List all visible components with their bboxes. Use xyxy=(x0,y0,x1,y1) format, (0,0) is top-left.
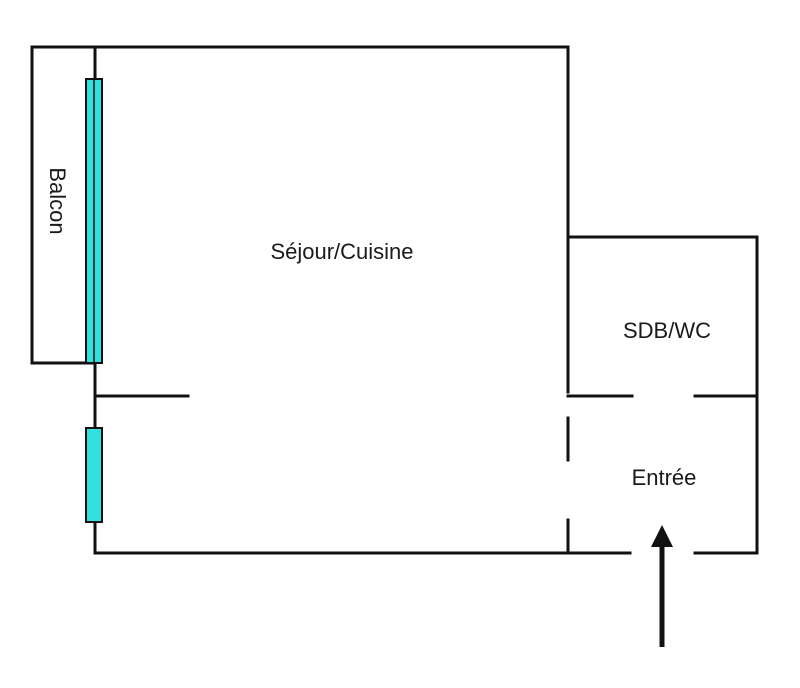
entrance-label: Entrée xyxy=(632,465,697,490)
balcony-window xyxy=(85,78,103,364)
lower-window xyxy=(85,427,103,523)
balcony-label: Balcon xyxy=(45,167,70,234)
arrow-up-icon xyxy=(651,525,673,647)
balcony-area xyxy=(30,45,97,365)
living-room-walls xyxy=(93,45,570,555)
bathroom-label: SDB/WC xyxy=(623,318,711,343)
bathroom-walls xyxy=(566,235,759,555)
living-room-label: Séjour/Cuisine xyxy=(270,239,413,264)
